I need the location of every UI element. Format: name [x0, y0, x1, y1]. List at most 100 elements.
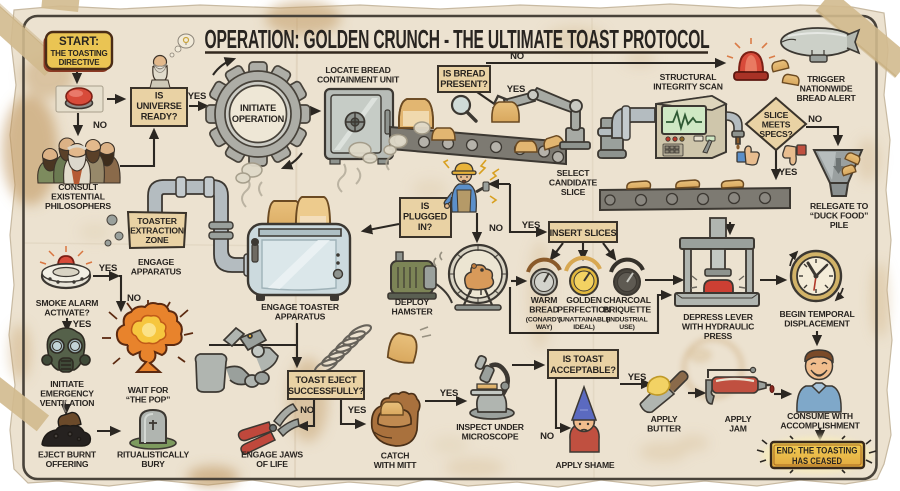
svg-text:BURY: BURY — [141, 459, 165, 469]
svg-text:PHILOSOPHERS: PHILOSOPHERS — [45, 201, 111, 211]
svg-text:APPLY SHAME: APPLY SHAME — [556, 460, 615, 470]
svg-text:HAMSTER: HAMSTER — [391, 307, 433, 317]
svg-text:NATIONWIDE: NATIONWIDE — [800, 84, 853, 94]
svg-text:TRIGGER: TRIGGER — [807, 74, 846, 84]
svg-text:THE TOASTING: THE TOASTING — [50, 49, 107, 58]
svg-text:NO: NO — [540, 431, 554, 442]
svg-text:ENGAGE: ENGAGE — [138, 257, 175, 267]
svg-text:YES: YES — [779, 167, 797, 178]
svg-text:WITH MITT: WITH MITT — [374, 460, 418, 470]
svg-text:ZONE: ZONE — [145, 235, 169, 245]
svg-text:DIRECTIVE: DIRECTIVE — [59, 58, 101, 67]
svg-text:HAS CEASED: HAS CEASED — [792, 456, 842, 466]
svg-text:YES: YES — [628, 372, 646, 383]
svg-text:ENGAGE JAWS: ENGAGE JAWS — [241, 450, 303, 460]
svg-text:EXTRACTION: EXTRACTION — [130, 226, 184, 236]
svg-text:RELEGATE TO: RELEGATE TO — [810, 201, 869, 211]
svg-text:BRIQUETTE: BRIQUETTE — [603, 305, 651, 315]
svg-text:YES: YES — [522, 220, 540, 231]
svg-text:APPLY: APPLY — [725, 414, 752, 424]
svg-text:APPARATUS: APPARATUS — [275, 312, 326, 322]
svg-text:“DUCK FOOD”: “DUCK FOOD” — [810, 211, 868, 221]
svg-text:LOCATE BREAD: LOCATE BREAD — [325, 65, 390, 75]
svg-text:SUCCESSFULLY?: SUCCESSFULLY? — [288, 386, 365, 396]
svg-text:NO: NO — [489, 223, 503, 234]
svg-text:IDEAL): IDEAL) — [573, 324, 594, 331]
svg-text:INSPECT UNDER: INSPECT UNDER — [456, 422, 525, 432]
svg-text:YES: YES — [188, 91, 206, 102]
svg-text:UNIVERSE: UNIVERSE — [136, 101, 181, 111]
svg-text:PRESS: PRESS — [704, 331, 733, 341]
svg-text:CATCH: CATCH — [381, 451, 409, 461]
svg-text:NO: NO — [300, 405, 314, 416]
svg-text:INITIATE: INITIATE — [240, 103, 276, 113]
svg-text:IS: IS — [421, 201, 429, 211]
svg-text:INITIATE: INITIATE — [50, 379, 84, 389]
svg-text:APPLY: APPLY — [651, 414, 678, 424]
svg-text:(INDUSTRIAL: (INDUSTRIAL — [606, 317, 647, 324]
svg-text:IS TOAST: IS TOAST — [563, 354, 604, 364]
svg-text:WAIT FOR: WAIT FOR — [128, 385, 169, 395]
svg-text:EXISTENTIAL: EXISTENTIAL — [51, 192, 105, 202]
svg-text:NO: NO — [93, 120, 107, 131]
svg-text:ACCEPTABLE?: ACCEPTABLE? — [550, 365, 616, 375]
svg-text:IN?: IN? — [418, 222, 433, 232]
svg-text:READY?: READY? — [141, 112, 178, 122]
svg-text:STRUCTURAL: STRUCTURAL — [660, 72, 717, 82]
svg-text:YES: YES — [440, 388, 458, 399]
svg-text:CANDIDATE: CANDIDATE — [549, 178, 598, 188]
svg-text:DISPLACEMENT: DISPLACEMENT — [784, 319, 850, 329]
svg-text:PERFECTION: PERFECTION — [557, 305, 610, 315]
svg-text:(UNATTAINABLE: (UNATTAINABLE — [558, 317, 611, 324]
svg-text:NO: NO — [510, 51, 524, 62]
svg-text:ENGAGE TOASTER: ENGAGE TOASTER — [261, 302, 340, 312]
svg-text:SLICE: SLICE — [561, 187, 586, 197]
svg-text:EJECT BURNT: EJECT BURNT — [38, 450, 97, 460]
svg-text:SLICE: SLICE — [764, 110, 789, 120]
svg-text:YES: YES — [73, 319, 91, 330]
svg-text:RITUALISTICALLY: RITUALISTICALLY — [117, 450, 190, 460]
svg-text:SPECS?: SPECS? — [759, 129, 792, 139]
svg-text:NO: NO — [127, 293, 141, 304]
svg-text:WARM: WARM — [531, 295, 557, 305]
svg-text:BREAD ALERT: BREAD ALERT — [796, 93, 856, 103]
svg-text:USE): USE) — [619, 324, 634, 331]
svg-text:SMOKE ALARM: SMOKE ALARM — [36, 298, 98, 308]
svg-text:JAM: JAM — [729, 424, 747, 434]
svg-text:START:: START: — [59, 36, 99, 48]
svg-text:TOAST EJECT: TOAST EJECT — [296, 375, 358, 385]
svg-text:EMERGENCY: EMERGENCY — [40, 389, 94, 399]
svg-text:PILE: PILE — [830, 220, 849, 230]
svg-text:BUTTER: BUTTER — [647, 424, 682, 434]
svg-text:OPERATION: GOLDEN CRUNCH - THE: OPERATION: GOLDEN CRUNCH - THE ULTIMATE … — [205, 26, 710, 54]
svg-text:MEETS: MEETS — [762, 120, 791, 130]
svg-text:DEPRESS LEVER: DEPRESS LEVER — [683, 312, 754, 322]
svg-text:OPERATION: OPERATION — [232, 114, 285, 124]
svg-text:APPARATUS: APPARATUS — [131, 267, 182, 277]
svg-text:DEPLOY: DEPLOY — [395, 297, 430, 307]
svg-text:WITH HYDRAULIC: WITH HYDRAULIC — [682, 322, 754, 332]
svg-text:GOLDEN: GOLDEN — [566, 295, 602, 305]
svg-text:WAY): WAY) — [536, 324, 552, 331]
svg-text:NO: NO — [808, 114, 822, 125]
svg-text:CONSUME WITH: CONSUME WITH — [787, 411, 853, 421]
svg-text:ACTIVATE?: ACTIVATE? — [44, 308, 89, 318]
svg-text:INSERT SLICES: INSERT SLICES — [550, 228, 617, 238]
svg-text:YES: YES — [507, 84, 525, 95]
svg-text:END: THE TOASTING: END: THE TOASTING — [777, 446, 858, 456]
svg-text:(CONARD'S: (CONARD'S — [526, 317, 563, 324]
svg-text:CONSULT: CONSULT — [58, 182, 98, 192]
svg-text:PRESENT?: PRESENT? — [440, 79, 488, 89]
svg-text:CHARCOAL: CHARCOAL — [603, 295, 651, 305]
svg-text:MICROSCOPE: MICROSCOPE — [462, 432, 519, 442]
svg-text:BEGIN TEMPORAL: BEGIN TEMPORAL — [779, 309, 854, 319]
svg-text:PLUGGED: PLUGGED — [403, 212, 448, 222]
svg-text:YES: YES — [348, 405, 366, 416]
svg-text:YES: YES — [99, 263, 117, 274]
svg-text:CONTAINMENT UNIT: CONTAINMENT UNIT — [317, 75, 400, 85]
svg-text:ACCOMPLISHMENT: ACCOMPLISHMENT — [780, 421, 860, 431]
svg-text:VENTILATION: VENTILATION — [40, 398, 94, 408]
svg-text:BREAD: BREAD — [529, 305, 559, 315]
svg-text:OF LIFE: OF LIFE — [256, 459, 288, 469]
svg-text:IS: IS — [155, 91, 163, 101]
